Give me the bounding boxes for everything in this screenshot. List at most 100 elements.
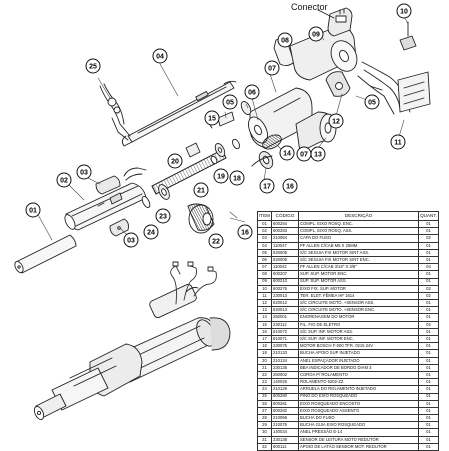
svg-text:06: 06	[248, 90, 256, 97]
cell-desc: COMPL. EIXO ROSQ. ASS.	[298, 227, 419, 236]
cell-desc: TER. ELET. FÊMEA HF 1614	[298, 291, 419, 301]
parts-table-header: ITEM CÓDIGO DESCRIÇÃO QUANT.	[257, 211, 439, 221]
cell-code: 210134	[271, 356, 299, 365]
cell-code: 610071	[271, 334, 299, 344]
cell-desc: ARRUELA DO ROLAMENTO INJETADO	[298, 385, 419, 394]
callout-15: 15	[204, 110, 220, 126]
cell-code: 210076	[271, 421, 299, 430]
callout-05b: 05	[364, 94, 380, 110]
cell-code: 110047	[271, 241, 299, 250]
part-rod	[14, 234, 77, 274]
cell-item: 10	[257, 284, 272, 293]
cell-qty: 01	[418, 428, 439, 437]
svg-text:16: 16	[241, 230, 249, 237]
callout-08: 08	[277, 32, 293, 48]
cell-desc: SENSOR DE LEITURA MOTO REDUTOR	[298, 435, 419, 444]
cell-item: 09	[257, 277, 272, 286]
callout-13: 13	[310, 146, 326, 162]
header-item: ITEM	[257, 211, 272, 221]
cell-code: 210066	[271, 414, 299, 423]
cell-desc: S/C SEGUIA FIX MOTOR SINT ASS.	[298, 248, 419, 257]
cell-code: 600283	[271, 227, 299, 236]
cell-desc: S/C SUP. INF. MOTOR ASS.	[298, 327, 419, 337]
cell-item: 08	[257, 270, 272, 279]
svg-text:20: 20	[171, 159, 179, 166]
cell-item: 20	[257, 356, 272, 365]
cell-desc: S/C SUP. INF. MOTOR ENC.	[298, 334, 419, 344]
cell-qty: 01	[418, 313, 439, 322]
exploded-parts-diagram: 01 02 03 03 04 05 05 06 07 07 08 09 10 1…	[14, 3, 431, 421]
svg-text:22: 22	[212, 239, 220, 246]
cell-item: 03	[257, 234, 272, 243]
svg-text:16: 16	[286, 184, 294, 191]
cell-qty: 01	[418, 219, 439, 229]
callout-21: 21	[193, 182, 209, 198]
cell-code: 600284	[271, 219, 299, 229]
cell-qty: 01	[418, 241, 439, 250]
cell-desc: ANEL ESPAÇADOR INJETADO	[298, 356, 419, 365]
svg-text:23: 23	[159, 214, 167, 221]
svg-text:09: 09	[312, 32, 320, 39]
cell-item: 05	[257, 248, 272, 257]
cell-code: 600210	[271, 277, 299, 286]
svg-text:15: 15	[208, 116, 216, 123]
cell-qty: 01	[418, 406, 439, 416]
cell-code: 600280	[271, 392, 299, 401]
svg-text:03: 03	[127, 238, 135, 245]
cell-qty: 01	[418, 334, 439, 344]
cell-item: 11	[257, 291, 272, 301]
cell-item: 25	[257, 392, 272, 401]
svg-text:10: 10	[400, 9, 408, 16]
cell-desc: APOIO DE LATÃO SENSOR MOT. REDUTOR	[298, 442, 419, 451]
cell-code: 230135	[271, 363, 299, 372]
cell-desc: BUCHA APOIO SUP INJETADO	[298, 349, 419, 358]
cell-qty: 01	[418, 442, 439, 451]
svg-text:07: 07	[268, 66, 276, 73]
callout-03b: 03	[123, 232, 139, 248]
cell-code: 210064	[271, 234, 299, 243]
callout-06: 06	[244, 84, 260, 100]
part-connector-plate	[397, 71, 431, 113]
cell-item: 18	[257, 342, 272, 351]
svg-text:21: 21	[197, 188, 205, 195]
callout-05: 05	[222, 94, 238, 110]
svg-text:25: 25	[89, 64, 97, 71]
callout-19: 19	[213, 168, 229, 184]
callout-01: 01	[25, 202, 41, 218]
cell-item: 19	[257, 349, 272, 358]
header-quantity: QUANT.	[418, 211, 439, 221]
callout-10: 10	[396, 3, 412, 19]
cell-item: 30	[257, 428, 272, 437]
header-code: CÓDIGO	[271, 211, 299, 221]
callout-17: 17	[259, 178, 275, 194]
cell-qty: 01	[418, 327, 439, 337]
callout-04: 04	[152, 48, 168, 64]
svg-text:14: 14	[283, 151, 291, 158]
cell-qty: 01	[418, 370, 439, 380]
cell-desc: ROLAMENTO 6202-ZZ	[298, 378, 419, 387]
cell-item: 26	[257, 399, 272, 408]
cell-qty: 01	[418, 277, 439, 286]
svg-text:17: 17	[263, 184, 271, 191]
cell-item: 28	[257, 414, 272, 423]
cell-code: 620005	[271, 248, 299, 257]
cell-item: 01	[257, 219, 272, 229]
callout-14: 14	[279, 145, 295, 161]
cell-desc: PF ALLEN C/CAB M6 X 25MM	[298, 241, 419, 250]
callout-23: 23	[155, 208, 171, 224]
callout-09: 09	[308, 26, 324, 42]
cell-item: 21	[257, 363, 272, 372]
cell-item: 12	[257, 299, 272, 308]
callout-07: 07	[264, 60, 280, 76]
